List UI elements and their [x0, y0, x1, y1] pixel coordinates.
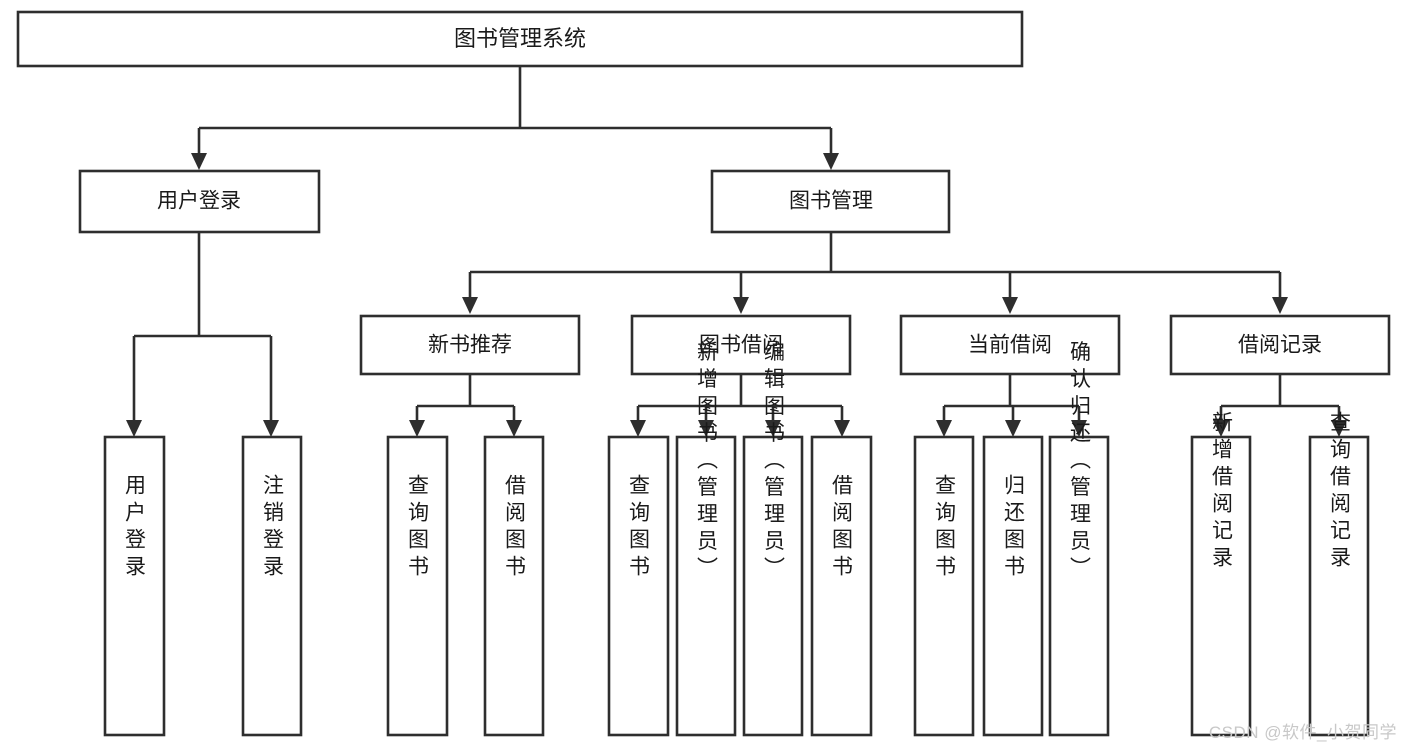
leaf-confirm-return-admin[interactable]: 确认归还（管理员） [1048, 341, 1110, 737]
user-login-label: 用户登录 [157, 190, 241, 213]
leaf-label: 查询借阅记录 [1328, 411, 1352, 573]
new-book-recommend-label: 新书推荐 [428, 334, 512, 357]
arrowhead-icon [823, 153, 839, 170]
current-borrow-label: 当前借阅 [968, 334, 1052, 357]
leaf-logout[interactable]: 注销登录 [241, 435, 303, 737]
arrowhead-icon [263, 420, 279, 437]
book-borrow-label: 图书借阅 [699, 334, 783, 357]
leaf-label: 用户登录 [123, 474, 147, 582]
leaf-box[interactable] [386, 435, 449, 737]
leaf-borrow-book[interactable]: 借阅图书 [810, 435, 873, 737]
leaf-query-book-recommend[interactable]: 查询图书 [386, 435, 449, 737]
leaf-label: 查询图书 [627, 474, 651, 582]
csdn-watermark: CSDN @软件_小贺同学 [1208, 723, 1397, 742]
leaf-label: 查询图书 [933, 474, 957, 582]
leaf-box[interactable] [103, 435, 166, 737]
arrowhead-icon [409, 420, 425, 437]
node-root-system[interactable]: 图书管理系统 [16, 10, 1024, 68]
leaf-query-book-current[interactable]: 查询图书 [913, 435, 975, 737]
leaf-box[interactable] [675, 435, 737, 737]
node-user-login[interactable]: 用户登录 [78, 169, 321, 234]
leaf-return-book[interactable]: 归还图书 [982, 435, 1044, 737]
arrowhead-icon [1002, 297, 1018, 314]
connector-new-book-recommend-to-leaves [409, 374, 522, 437]
connector-book-borrow-to-leaves [630, 374, 850, 437]
leaf-box[interactable] [483, 435, 545, 737]
leaf-query-borrow-record[interactable]: 查询借阅记录 [1308, 411, 1370, 737]
leaf-add-book-admin[interactable]: 新增图书（管理员） [675, 341, 737, 737]
leaf-label: 借阅图书 [503, 474, 527, 582]
leaf-box[interactable] [1190, 435, 1252, 737]
leaf-box[interactable] [913, 435, 975, 737]
node-book-borrow[interactable]: 图书借阅 [630, 314, 852, 376]
arrowhead-icon [1005, 420, 1021, 437]
node-current-borrow[interactable]: 当前借阅 [899, 314, 1121, 376]
node-new-book-recommend[interactable]: 新书推荐 [359, 314, 581, 376]
node-book-management[interactable]: 图书管理 [710, 169, 951, 234]
leaf-label: 借阅图书 [830, 474, 854, 582]
connector-root-to-level2 [191, 66, 839, 170]
leaf-box[interactable] [1048, 435, 1110, 737]
leaf-label: 新增借阅记录 [1210, 411, 1234, 573]
leaf-label: 归还图书 [1002, 474, 1026, 582]
connector-current-borrow-to-leaves [936, 374, 1087, 437]
leaf-label: 注销登录 [261, 474, 285, 582]
current-borrow-box[interactable] [899, 314, 1121, 376]
leaf-box[interactable] [742, 435, 804, 737]
arrowhead-icon [1272, 297, 1288, 314]
leaf-label: 新增图书（管理员） [695, 341, 719, 584]
node-borrow-record[interactable]: 借阅记录 [1169, 314, 1391, 376]
arrowhead-icon [126, 420, 142, 437]
leaf-add-borrow-record[interactable]: 新增借阅记录 [1190, 411, 1252, 737]
leaf-borrow-book-recommend[interactable]: 借阅图书 [483, 435, 545, 737]
leaf-label: 查询图书 [406, 474, 430, 582]
book-management-label: 图书管理 [789, 190, 873, 213]
arrowhead-icon [191, 153, 207, 170]
leaf-label: 编辑图书（管理员） [762, 341, 786, 584]
arrowhead-icon [630, 420, 646, 437]
leaf-box[interactable] [241, 435, 303, 737]
root-label: 图书管理系统 [454, 26, 586, 51]
arrowhead-icon [936, 420, 952, 437]
connector-user-login-to-leaves [126, 232, 279, 437]
connector-book-management-to-level3 [462, 232, 1288, 314]
arrowhead-icon [834, 420, 850, 437]
arrowhead-icon [733, 297, 749, 314]
arrowhead-icon [462, 297, 478, 314]
leaf-label: 确认归还（管理员） [1068, 341, 1092, 584]
leaf-box[interactable] [607, 435, 670, 737]
leaf-box[interactable] [810, 435, 873, 737]
leaf-box[interactable] [982, 435, 1044, 737]
borrow-record-label: 借阅记录 [1238, 334, 1322, 357]
leaf-query-book-borrow[interactable]: 查询图书 [607, 435, 670, 737]
leaf-box[interactable] [1308, 435, 1370, 737]
arrowhead-icon [506, 420, 522, 437]
user-login-box[interactable] [78, 169, 321, 234]
leaf-edit-book-admin[interactable]: 编辑图书（管理员） [742, 341, 804, 737]
connector-borrow-record-to-leaves [1213, 374, 1347, 437]
leaf-user-login[interactable]: 用户登录 [103, 435, 166, 737]
new-book-recommend-box[interactable] [359, 314, 581, 376]
root-box[interactable] [16, 10, 1024, 68]
